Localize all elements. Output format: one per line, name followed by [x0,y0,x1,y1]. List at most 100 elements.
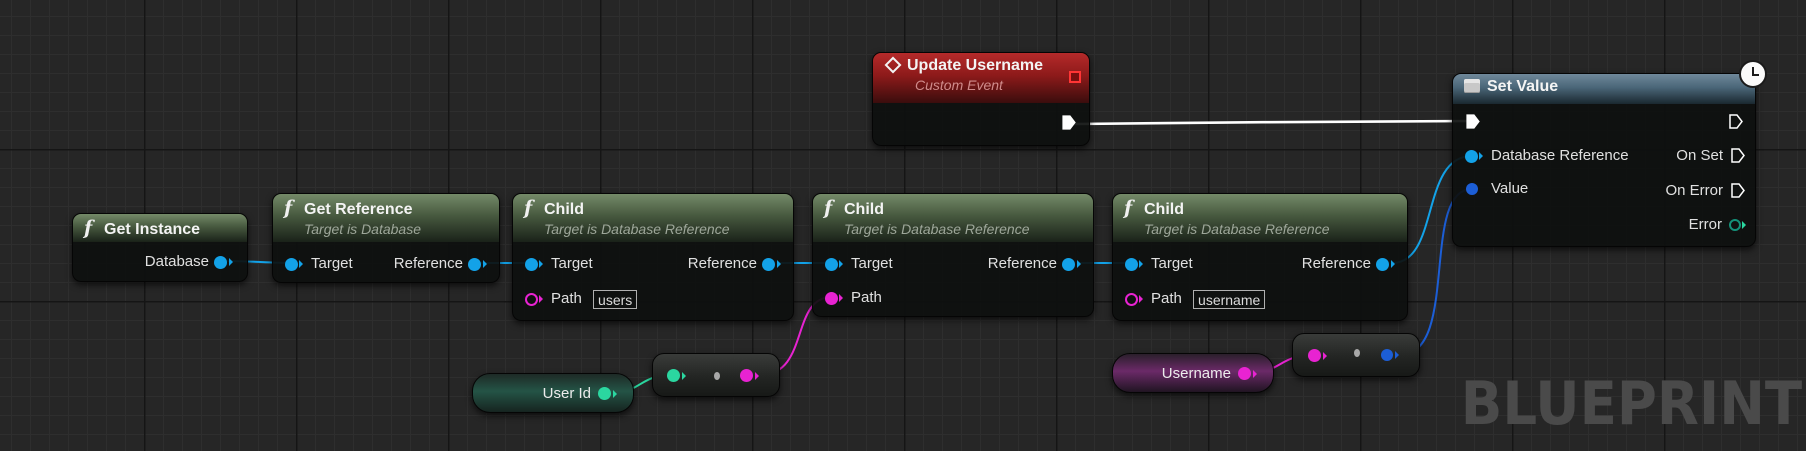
variable-label: Username [1161,365,1231,382]
integer-pin-icon[interactable] [598,387,611,400]
exec-output-pin[interactable] [1729,114,1743,129]
pin-arrow-icon [539,260,543,268]
wire-exec [1073,119,1474,126]
pin-label: Value [1491,180,1529,197]
pin-arrow-icon [1139,295,1143,303]
node-title: Child [1144,201,1184,218]
object-pin-icon[interactable] [1376,258,1389,271]
pin-arrow-icon [1742,221,1746,229]
object-pin-icon[interactable] [762,258,775,271]
node-subtitle: Target is Database Reference [844,221,1030,237]
reference-output-pin[interactable]: Reference [394,254,487,274]
target-input-pin[interactable]: Target [825,254,893,274]
pin-arrow-icon [229,258,233,266]
object-pin-icon[interactable] [468,258,481,271]
path-text-field[interactable]: username [1193,289,1266,309]
node-header: Set Value [1453,74,1755,104]
username-variable-node[interactable]: Username [1112,353,1274,393]
exec-pin-icon[interactable] [1731,148,1745,163]
integer-pin-icon[interactable] [1729,219,1741,231]
database-output-pin[interactable]: Database [145,252,233,272]
string-pin-icon[interactable] [825,292,838,305]
delegate-pin-icon[interactable] [1069,71,1081,83]
user-id-variable-node[interactable]: User Id [472,373,634,413]
node-subtitle: Target is Database [304,221,421,237]
target-input-pin[interactable]: Target [1125,254,1193,274]
exec-input-pin[interactable] [1466,114,1480,129]
pin-arrow-icon [483,260,487,268]
node-subtitle: Target is Database Reference [1144,221,1330,237]
path-input-pin[interactable]: Path [825,288,882,308]
custom-event-icon [884,56,902,74]
pin-label: Error [1688,216,1722,233]
conversion-node-int-to-string[interactable] [652,353,780,397]
node-subtitle: Target is Database Reference [544,221,730,237]
path-text-field[interactable]: users [593,289,638,309]
conversion-node-string-to-value[interactable] [1292,333,1420,377]
object-pin-icon[interactable] [1465,150,1478,163]
node-header: f Child Target is Database Reference [1113,194,1407,242]
value-input-pin[interactable]: Value [1465,179,1528,199]
set-value-node[interactable]: Set Value Database Reference Value On Se… [1452,60,1767,247]
pin-label: Target [1151,255,1193,272]
object-pin-icon[interactable] [1125,258,1138,271]
string-pin-icon[interactable] [1308,349,1321,362]
pin-label: On Set [1676,147,1723,164]
node-title: Get Reference [304,201,413,218]
exec-pin-icon[interactable] [1731,183,1745,198]
pin-arrow-icon [613,390,617,398]
string-pin-icon[interactable] [525,293,538,306]
string-pin-icon[interactable] [1125,293,1138,306]
pin-arrow-icon [1139,260,1143,268]
pin-label: Target [311,255,353,272]
child-node-username[interactable]: f Child Target is Database Reference Targ… [1112,193,1408,321]
node-title: Update Username [907,57,1044,74]
path-input-pin[interactable]: Path users [525,289,638,309]
object-pin-icon[interactable] [1062,258,1075,271]
pin-arrow-icon [682,372,686,380]
path-input-pin[interactable]: Path username [1125,289,1266,309]
object-pin-icon[interactable] [825,258,838,271]
error-output-pin[interactable]: Error [1688,215,1746,235]
function-icon: f [524,197,533,219]
update-username-event-node[interactable]: Update Username Custom Event [872,52,1090,146]
pin-arrow-icon [839,260,843,268]
reroute-dot-icon [714,372,720,380]
pin-arrow-icon [1077,260,1081,268]
child-node-users[interactable]: f Child Target is Database Reference Targ… [512,193,794,321]
object-pin-icon[interactable] [214,256,227,269]
node-title: Child [544,201,584,218]
integer-pin-icon[interactable] [667,369,680,382]
variable-label: User Id [542,385,591,402]
on-error-output-pin[interactable]: On Error [1665,181,1745,201]
pin-label: Target [851,255,893,272]
pin-arrow-icon [299,260,303,268]
pin-label: On Error [1665,182,1723,199]
database-reference-input-pin[interactable]: Database Reference [1465,146,1629,166]
target-input-pin[interactable]: Target [285,254,353,274]
reference-output-pin[interactable]: Reference [988,254,1081,274]
target-input-pin[interactable]: Target [525,254,593,274]
pin-label: Path [851,289,882,306]
on-set-output-pin[interactable]: On Set [1676,146,1745,166]
object-pin-icon[interactable] [285,258,298,271]
pin-arrow-icon [1391,260,1395,268]
struct-pin-icon[interactable] [1466,183,1478,195]
pin-arrow-icon [1253,370,1257,378]
object-pin-icon[interactable] [525,258,538,271]
reference-output-pin[interactable]: Reference [1302,254,1395,274]
pin-label: Path [551,290,582,307]
string-pin-icon[interactable] [740,369,753,382]
pin-label: Target [551,255,593,272]
function-icon: f [1124,197,1133,219]
reroute-dot-icon [1354,349,1360,357]
string-pin-icon[interactable] [1238,367,1251,380]
exec-output-pin[interactable] [1062,115,1076,130]
struct-pin-icon[interactable] [1381,349,1393,361]
reference-output-pin[interactable]: Reference [688,254,781,274]
